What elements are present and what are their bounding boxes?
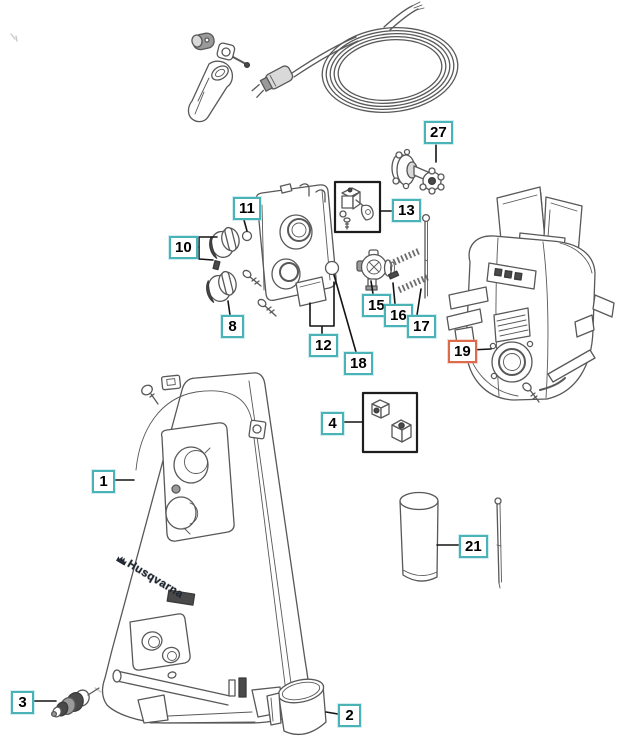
part-label-8[interactable]: 8 [221, 315, 244, 338]
part-label-4[interactable]: 4 [321, 412, 344, 435]
part-label-2[interactable]: 2 [338, 704, 361, 727]
suction-tube-drawing [399, 491, 439, 582]
part-label-13[interactable]: 13 [392, 199, 421, 222]
power-cord-drawing [251, 1, 459, 114]
lance-rod-drawing [421, 213, 431, 299]
o-ring-11-drawing [241, 230, 253, 242]
part-label-21[interactable]: 21 [459, 535, 488, 558]
dipstick-rod-drawing [494, 497, 502, 589]
handle-grip-parts-drawing [187, 32, 251, 123]
main-body-cover-drawing [101, 372, 310, 724]
part-label-17[interactable]: 17 [407, 315, 436, 338]
scan-artifacts [10, 33, 102, 693]
part-label-27[interactable]: 27 [424, 121, 453, 144]
control-panel-drawing [242, 183, 337, 317]
o-ring-18-drawing [324, 260, 340, 276]
part-label-11[interactable]: 11 [233, 197, 261, 220]
part-label-15[interactable]: 15 [362, 294, 391, 317]
switch-kit-box [333, 180, 382, 234]
part-label-3[interactable]: 3 [11, 691, 34, 714]
power-plug-icon [251, 65, 294, 98]
part-label-1[interactable]: 1 [92, 470, 115, 493]
knob-lower-drawing [206, 270, 237, 303]
part-label-12[interactable]: 12 [309, 334, 338, 357]
part-label-19[interactable]: 19 [448, 340, 477, 363]
knob-upper-drawing [209, 226, 240, 271]
pump-housing-assembly-drawing [446, 186, 615, 403]
clip-kit-box [361, 391, 419, 454]
pump-gear-assembly-drawing [391, 148, 445, 195]
hose-coupling-drawing [50, 687, 100, 718]
part-label-18[interactable]: 18 [344, 352, 373, 375]
unloader-valve-drawing [356, 248, 430, 293]
part-label-10[interactable]: 10 [169, 236, 198, 259]
nozzle-cup-drawing [266, 678, 327, 736]
